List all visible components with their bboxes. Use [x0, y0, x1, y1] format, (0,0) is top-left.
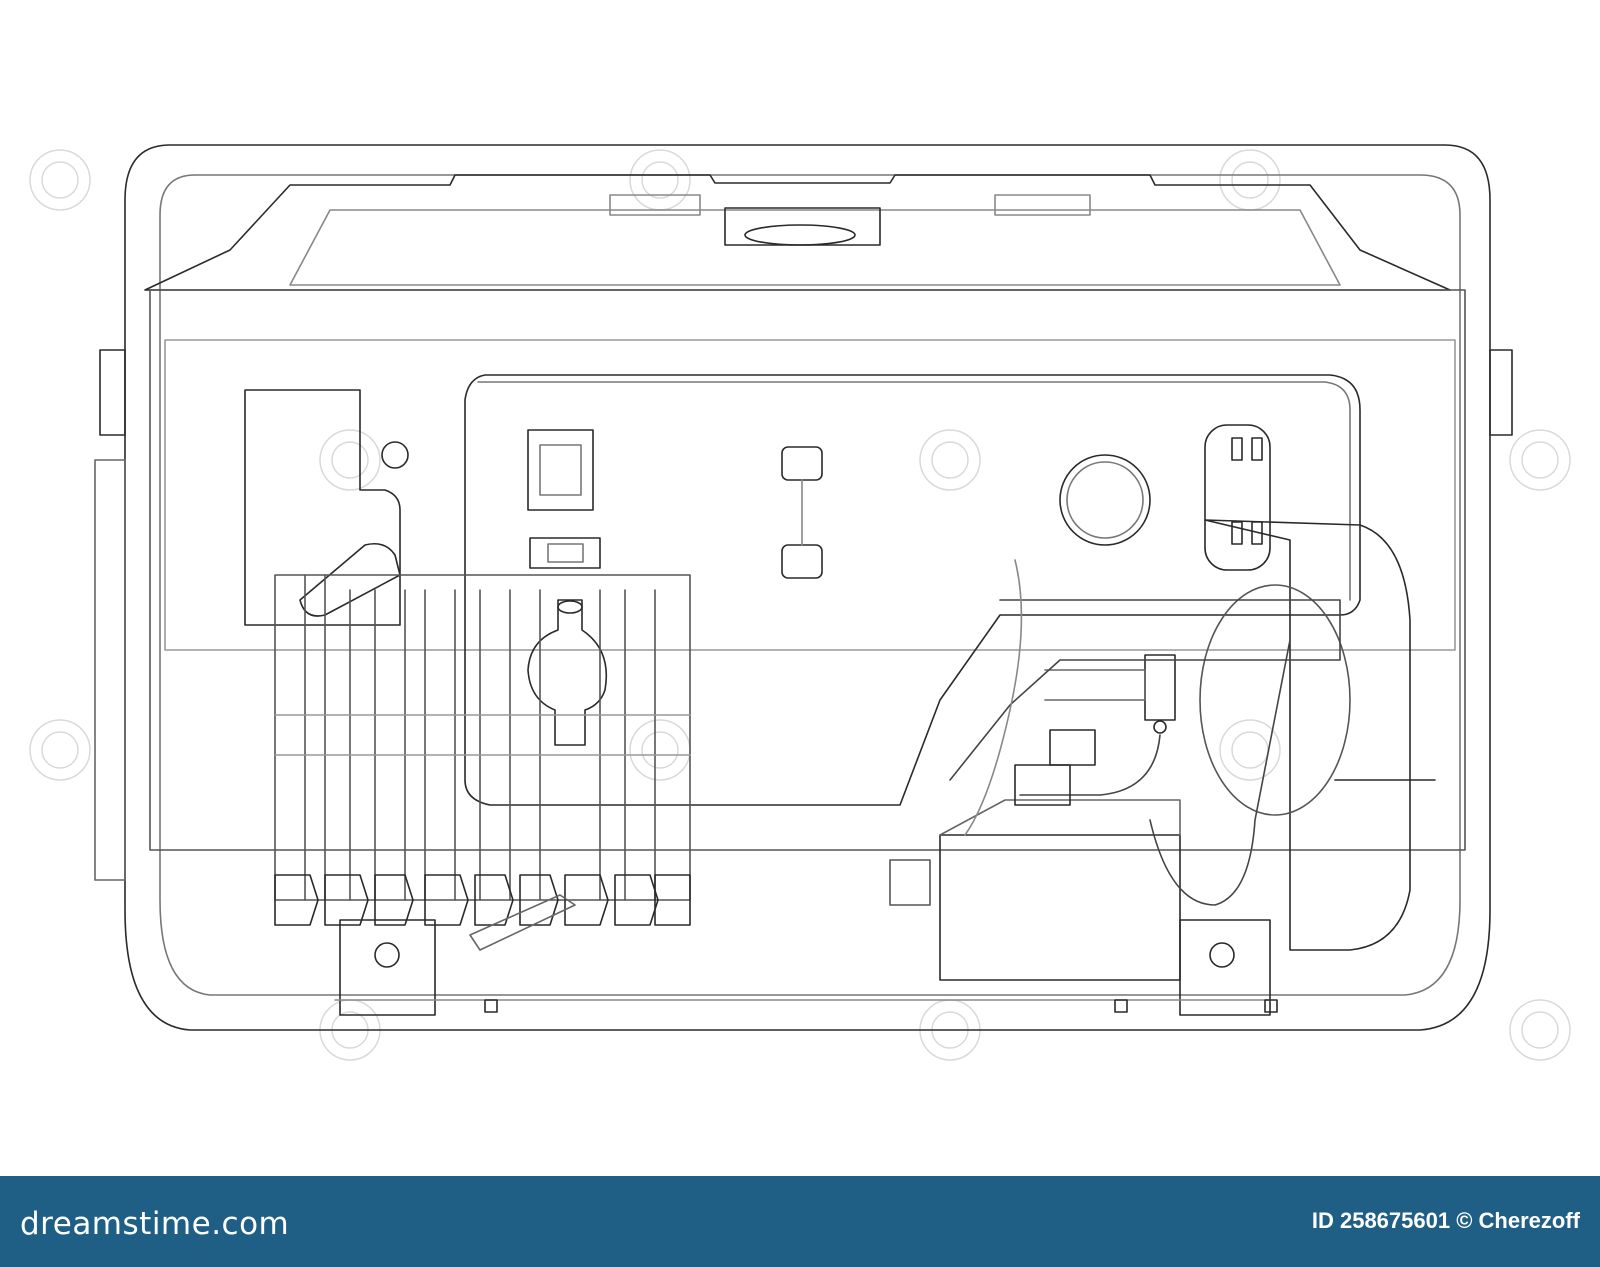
- engine-switch: [527, 429, 594, 511]
- battery: [939, 834, 1181, 981]
- control-panel: [464, 374, 1361, 806]
- left-handle: [99, 349, 126, 436]
- ac-outlet: [1204, 424, 1271, 571]
- indicator-light-1: [781, 446, 823, 481]
- choke-panel: [244, 389, 401, 626]
- fuel-valve: [527, 599, 608, 746]
- image-credit: ID 258675601 © Cherezoff: [1312, 1208, 1580, 1234]
- fan-cover: [1199, 584, 1351, 816]
- frame-outer: [124, 144, 1491, 1031]
- carburetor: [1144, 654, 1176, 721]
- alternator-housing: [1204, 519, 1411, 951]
- cooling-fins: [274, 574, 691, 901]
- mount-bolt-right: [1209, 942, 1235, 968]
- breaker-switch: [529, 537, 601, 569]
- fuel-tank-top: [144, 174, 1451, 291]
- fuel-cap: [724, 207, 881, 246]
- dc-outlet: [1059, 454, 1151, 546]
- starter-gear: [889, 859, 931, 906]
- muffler-guard: [949, 599, 1341, 781]
- footer-bar: dreamstime.com ID 258675601 © Cherezoff: [0, 1176, 1600, 1267]
- main-housing: [149, 289, 1466, 851]
- indicator-light-2: [781, 544, 823, 579]
- copyright-author: © Cherezoff: [1456, 1208, 1580, 1233]
- brand-logo[interactable]: dreamstime.com: [20, 1206, 290, 1242]
- engine-mount-left: [339, 919, 436, 1016]
- image-id: ID 258675601: [1311, 1208, 1451, 1233]
- generator-svg: [29, 144, 1571, 1061]
- frame-inner: [159, 174, 1461, 996]
- fuel-line: [1019, 734, 1161, 796]
- watermark-pattern: [29, 149, 1571, 1061]
- fin-tabs: [274, 874, 691, 926]
- generator-wireframe-drawing: [29, 144, 1571, 1061]
- right-handle: [1489, 349, 1513, 436]
- mount-bolt-left: [374, 942, 400, 968]
